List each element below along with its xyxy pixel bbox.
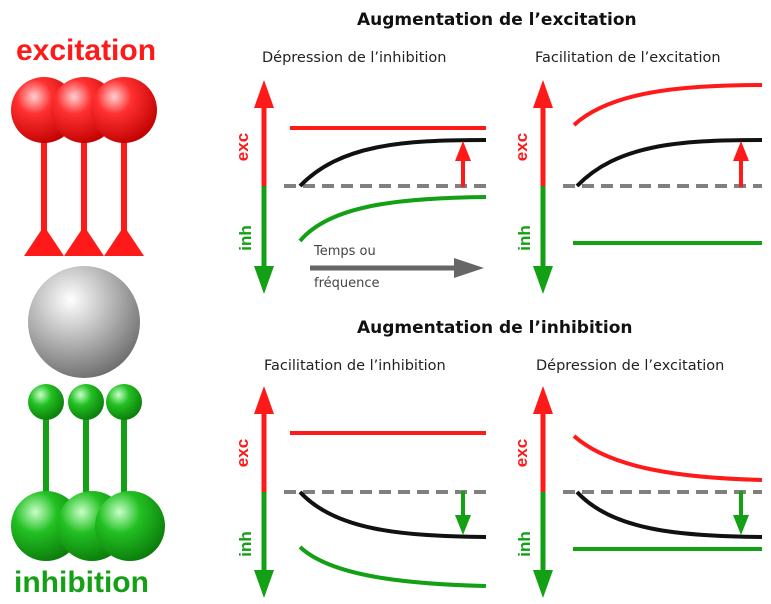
excitation-curve (572, 434, 763, 482)
inhibitory-neurons (11, 384, 165, 561)
inh-soma-1 (28, 384, 64, 420)
change-arrowhead (455, 141, 471, 161)
panel-depression-inhibition (254, 80, 487, 294)
exc-arrowhead (533, 80, 553, 108)
exc-axis-label: exc (512, 132, 532, 162)
inh-arrowhead (533, 570, 553, 598)
excitatory-neurons (11, 77, 157, 256)
exc-axis-label: exc (512, 438, 532, 468)
section-title-inhibition: Augmentation de l’inhibition (357, 318, 633, 338)
time-label-line2: fréquence (314, 276, 380, 291)
panel-facilitation-excitation (533, 80, 763, 294)
net-curve (575, 490, 763, 539)
inh-axis-label: inh (514, 531, 534, 557)
time-arrowhead (454, 258, 484, 278)
net-curve (575, 138, 763, 188)
panel-facilitation-inhibition (254, 386, 487, 598)
exc-soma-3 (91, 77, 157, 143)
exc-arrowhead (254, 80, 274, 108)
exc-arrowhead (533, 386, 553, 414)
panel-title-facilitation-inhibition: Facilitation de l’inhibition (264, 358, 446, 374)
change-arrowhead (455, 515, 471, 535)
section-title-excitation: Augmentation de l’excitation (357, 10, 637, 30)
time-label-line1: Temps ou (314, 244, 376, 259)
inh-arrowhead (254, 570, 274, 598)
exc-arrowhead (254, 386, 274, 414)
inh-arrowhead (254, 266, 274, 294)
inhibition-curve (298, 195, 487, 243)
net-curve (298, 490, 487, 539)
net-curve (298, 138, 487, 188)
target-neuron (28, 266, 140, 378)
panel-depression-excitation (533, 386, 763, 598)
panel-title-depression-excitation: Dépression de l’excitation (536, 358, 725, 374)
inh-axis-label: inh (514, 225, 534, 251)
change-arrowhead (733, 141, 749, 161)
inh-terminal-3 (95, 491, 165, 561)
inhibition-curve (298, 545, 487, 588)
panel-title-depression-inhibition: Dépression de l’inhibition (262, 50, 447, 66)
exc-axis-label: exc (233, 438, 253, 468)
change-arrowhead (733, 515, 749, 535)
exc-terminal-1 (24, 226, 64, 256)
inh-arrowhead (533, 266, 553, 294)
inh-axis-label: inh (235, 225, 255, 251)
exc-terminal-3 (104, 226, 144, 256)
exc-axis-label: exc (233, 132, 253, 162)
panel-title-facilitation-excitation: Facilitation de l’excitation (535, 50, 721, 66)
inh-soma-2 (68, 384, 104, 420)
excitation-curve (572, 83, 763, 127)
excitation-label: excitation (16, 34, 157, 67)
exc-terminal-2 (64, 226, 104, 256)
inh-axis-label: inh (235, 531, 255, 557)
inhibition-label: inhibition (14, 566, 149, 599)
inh-soma-3 (106, 384, 142, 420)
